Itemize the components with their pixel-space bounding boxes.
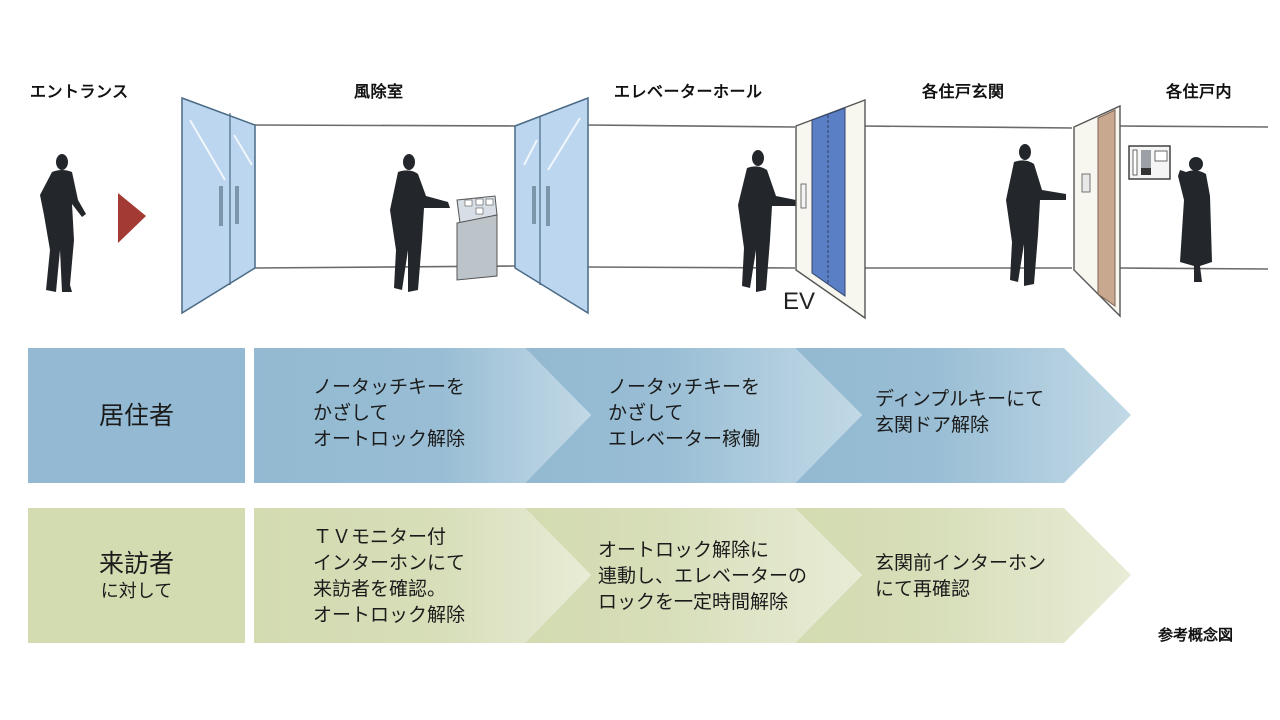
resident-step-3-chevron: [795, 348, 1131, 483]
resident-step-2-chevron: [525, 348, 862, 483]
elevator-label: EV: [783, 288, 816, 315]
person-silhouette-windbreak: [390, 154, 450, 292]
zone-label-unit-interior: 各住戸内: [1166, 82, 1233, 101]
resident-step-1-chevron: [254, 348, 591, 483]
visitor-step-1-text: ＴＶモニター付 インターホンにて 来訪者を確認。 オートロック解除: [313, 526, 466, 626]
resident-step-1-text: ノータッチキーを かざして オートロック解除: [313, 376, 466, 450]
resident-header: 居住者: [28, 348, 245, 483]
resident-step-2-text: ノータッチキーを かざして エレベーター稼働: [608, 376, 761, 450]
zone-label-elevator-hall: エレベーターホール: [614, 82, 763, 101]
visitor-step-3-text: 玄関前インターホン にて再確認: [875, 552, 1047, 600]
visitor-step-2-chevron: [525, 508, 862, 643]
visitor-step-2-text: オートロック解除に 連動し、エレベーターの ロックを一定時間解除: [598, 539, 808, 613]
arrow-icon: [118, 193, 146, 243]
resident-header-box: [28, 348, 245, 483]
person-silhouette-unit-entrance: [1006, 144, 1066, 286]
intercom-panel-lobby: [456, 195, 498, 281]
visitor-header: 来訪者 に対して: [28, 508, 245, 643]
zone-label-entrance: エントランス: [30, 82, 129, 101]
person-silhouette-entrance: [40, 154, 86, 292]
visitor-header-label: 来訪者: [98, 548, 174, 578]
person-silhouette-elevator-hall: [738, 150, 796, 292]
visitor-header-sublabel: に対して: [100, 580, 173, 602]
reference-concept-note: 参考概念図: [1158, 626, 1234, 644]
unit-front-door: [1073, 104, 1121, 318]
elevator-door: [795, 98, 866, 320]
zone-label-unit-entrance: 各住戸玄関: [922, 82, 1005, 101]
resident-header-label: 居住者: [98, 400, 174, 430]
person-silhouette-unit-interior: [1178, 157, 1212, 282]
glass-door-windbreak: [514, 96, 589, 315]
zone-label-windbreak: 風除室: [354, 82, 404, 101]
glass-door-entrance: [181, 96, 256, 315]
visitor-step-1-chevron: [254, 508, 591, 643]
resident-step-3-text: ディンプルキーにて 玄関ドア解除: [875, 388, 1045, 436]
intercom-monitor-unit: [1128, 145, 1171, 180]
visitor-header-box: [28, 508, 245, 643]
visitor-step-3-chevron: [795, 508, 1131, 643]
building-illustration: [40, 96, 1269, 320]
